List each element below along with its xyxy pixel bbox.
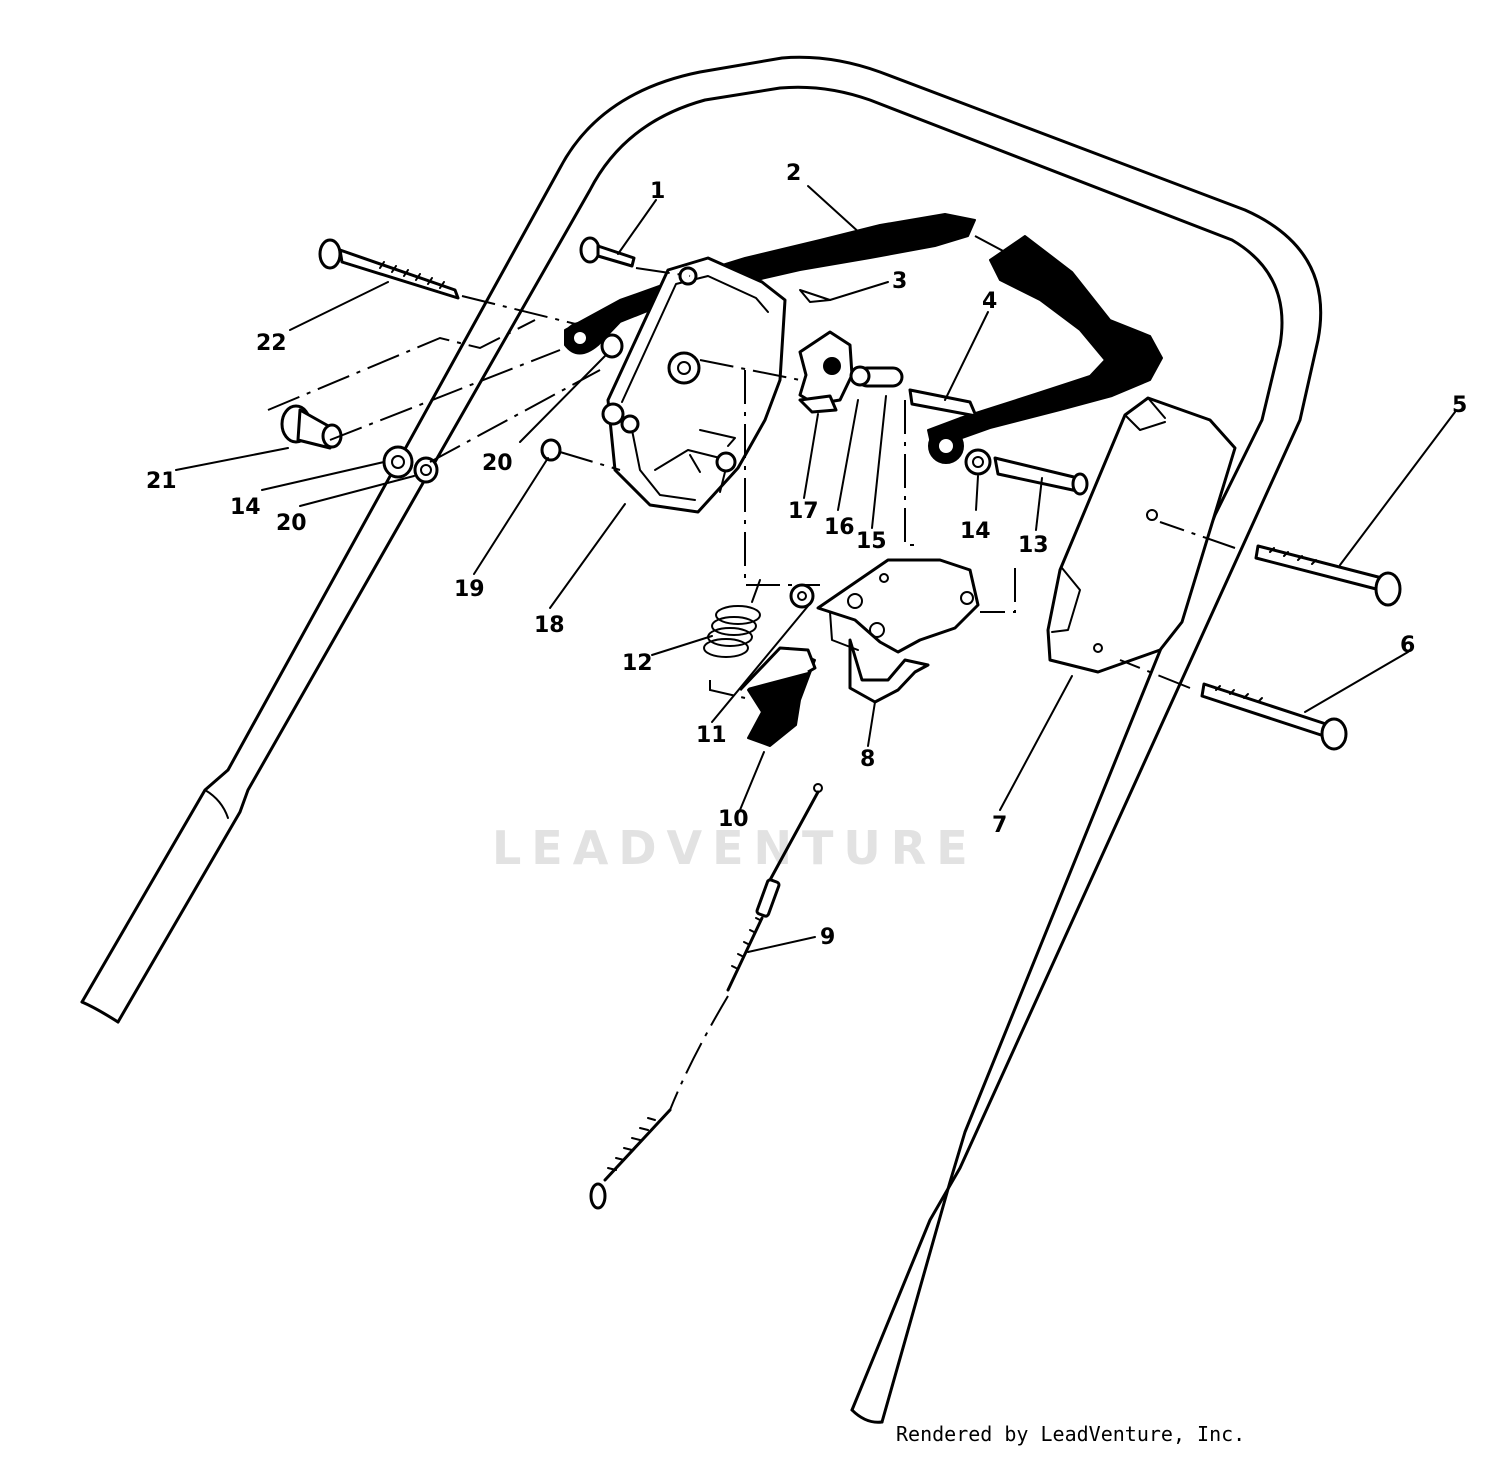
callout-3: 3 (892, 269, 907, 294)
callout-10: 10 (718, 807, 749, 832)
credit-text: Rendered by LeadVenture, Inc. (896, 1422, 1246, 1446)
spacer-and-nuts (280, 333, 624, 484)
callout-17: 17 (788, 499, 819, 524)
callout-12: 12 (622, 651, 653, 676)
callout-6: 6 (1400, 633, 1415, 658)
callout-15: 15 (856, 529, 887, 554)
callout-8: 8 (860, 747, 875, 772)
pivot-pins (908, 388, 1089, 496)
callout-22: 22 (256, 331, 287, 356)
assembly-lines (267, 235, 1236, 699)
watermark-text: LEADVENTURE (492, 821, 978, 875)
lever-pawl (738, 583, 817, 747)
callout-19: 19 (454, 577, 485, 602)
bolts (318, 236, 1402, 751)
callout-5: 5 (1452, 393, 1467, 418)
callout-7: 7 (992, 813, 1007, 838)
left-control-housing (601, 256, 787, 514)
callout-2: 2 (786, 161, 801, 186)
leader-lines (175, 185, 1456, 953)
callout-20-lower: 20 (276, 511, 307, 536)
callout-18: 18 (534, 613, 565, 638)
callout-14-right: 14 (960, 519, 991, 544)
control-cable (589, 783, 823, 1210)
callout-9: 9 (820, 925, 835, 950)
handle-tube (80, 55, 1323, 1424)
callout-14-left: 14 (230, 495, 261, 520)
callout-11: 11 (696, 723, 727, 748)
callout-21: 21 (146, 469, 177, 494)
callout-16: 16 (824, 515, 855, 540)
spring (703, 579, 761, 658)
cam-and-pin (798, 289, 904, 414)
control-bail-bar (564, 213, 1163, 464)
callout-4: 4 (982, 289, 997, 314)
callout-labels: 1 2 3 4 5 6 7 8 9 10 11 12 13 14 15 16 1… (146, 161, 1467, 950)
right-housing-cover (1046, 396, 1237, 674)
cable-bracket (816, 558, 980, 704)
callout-1: 1 (650, 179, 665, 204)
callout-13: 13 (1018, 533, 1049, 558)
callout-20-upper: 20 (482, 451, 513, 476)
